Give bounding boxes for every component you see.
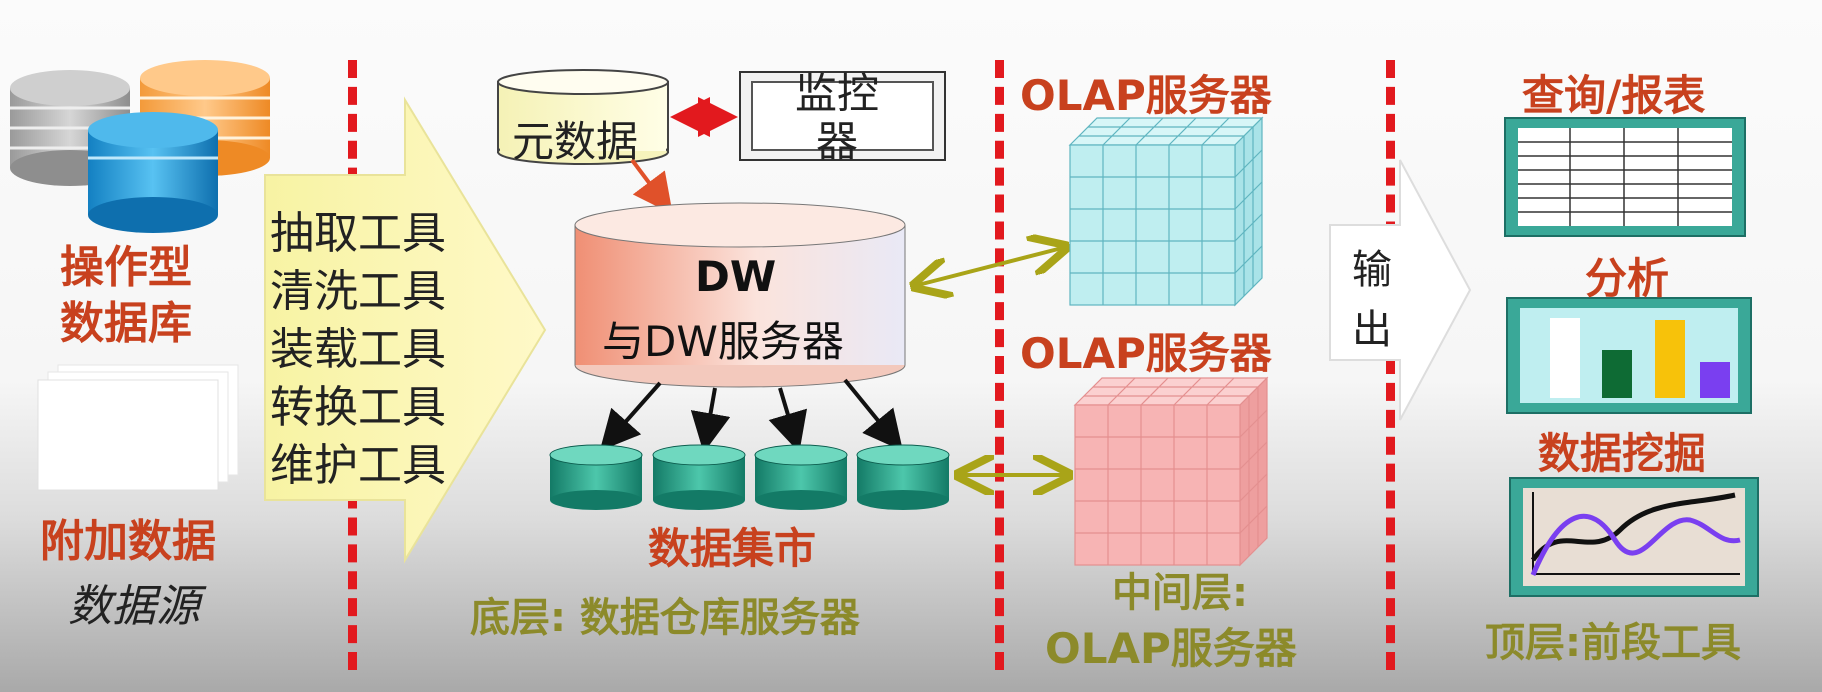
additional-data-label: 附加数据 <box>40 516 216 567</box>
etl-tool-item: 清洗工具 <box>270 266 446 317</box>
data-mart-label: 数据集市 <box>648 524 817 573</box>
data-mining-label: 数据挖掘 <box>1538 429 1707 478</box>
query-report-label: 查询/报表 <box>1522 71 1706 120</box>
data-source-layer-label: 数据源 <box>68 581 200 632</box>
output-block-arrow <box>1329 159 1472 421</box>
etl-block-arrow <box>264 96 547 564</box>
data-mart-1 <box>549 444 643 510</box>
etl-tool-item: 维护工具 <box>270 440 446 491</box>
dw-server-label: 与DW服务器 <box>602 317 844 366</box>
etl-tool-item: 抽取工具 <box>270 208 446 259</box>
dw-to-mart-arrow-4 <box>843 378 904 452</box>
dw-olap-arrow <box>918 248 1062 285</box>
bar-chart-icon <box>1506 297 1752 414</box>
olap-cube-blue <box>1068 116 1264 307</box>
olap-cube-pink <box>1073 376 1269 567</box>
dw-title: DW <box>695 252 777 301</box>
dw-to-mart-arrow-2 <box>690 387 731 453</box>
documents-icon <box>37 364 239 491</box>
olap-server-mid-label: OLAP服务器 <box>1020 329 1272 378</box>
analysis-label: 分析 <box>1585 254 1670 303</box>
dw-to-mart-arrow-3 <box>768 387 808 453</box>
divider-2 <box>995 60 1004 670</box>
data-mart-2 <box>652 444 746 510</box>
operational-db-label: 操作型 数据库 <box>60 242 192 349</box>
output-label: 输 出 <box>1352 247 1392 353</box>
middle-layer-label: 中间层: <box>1112 570 1248 616</box>
top-layer-label: 顶层:前段工具 <box>1485 620 1741 666</box>
etl-tool-item: 转换工具 <box>270 382 446 433</box>
dw-cylinder <box>574 202 906 388</box>
dw-to-mart-arrow-1 <box>599 381 662 451</box>
metadata-to-dw-arrow <box>630 158 673 215</box>
data-mart-3 <box>754 444 848 510</box>
monitor-box <box>739 71 946 161</box>
monitor-label: 监控 器 <box>795 69 880 166</box>
middle-layer-olap-label: OLAP服务器 <box>1045 624 1297 673</box>
line-chart-icon <box>1509 477 1759 597</box>
data-mart-cylinders <box>549 444 950 510</box>
etl-tool-list: 抽取工具 清洗工具 装载工具 转换工具 维护工具 <box>270 205 446 495</box>
divider-3 <box>1386 60 1395 670</box>
blue-database-icon <box>88 112 218 233</box>
etl-tool-item: 装载工具 <box>270 324 446 375</box>
olap-server-top-label: OLAP服务器 <box>1020 71 1272 120</box>
metadata-cylinder <box>497 69 669 165</box>
bottom-layer-label: 底层: 数据仓库服务器 <box>470 595 860 641</box>
metadata-label: 元数据 <box>512 117 639 166</box>
data-mart-4 <box>856 444 950 510</box>
report-table-icon <box>1504 117 1746 237</box>
